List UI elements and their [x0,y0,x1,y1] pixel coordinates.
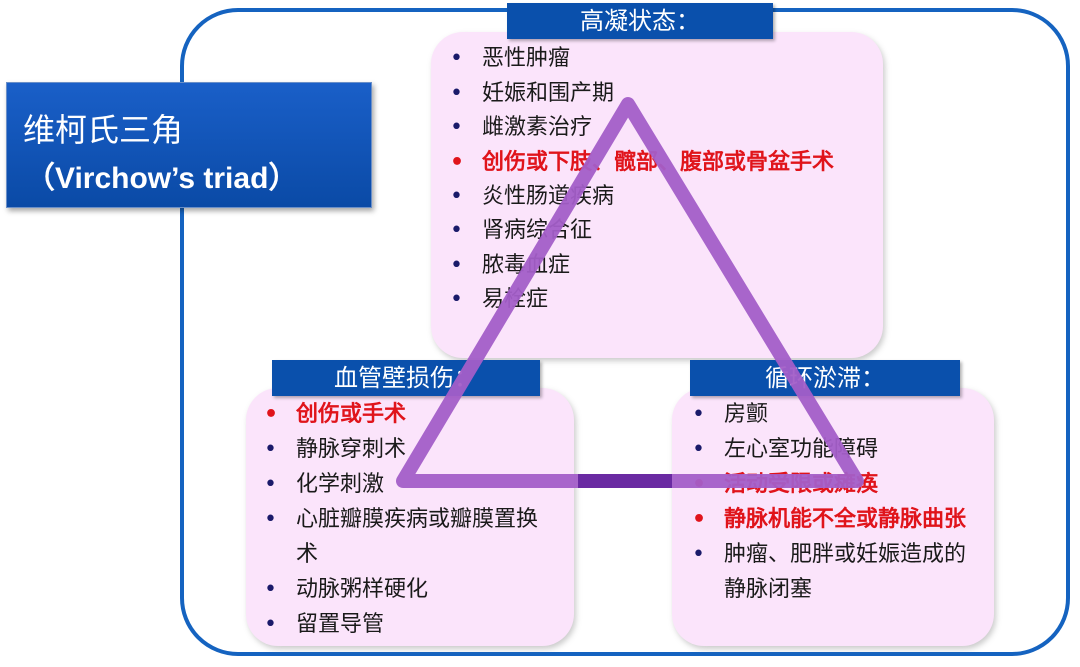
list-item: 易栓症 [448,283,868,318]
title-subtitle: （Virchow’s triad） [25,162,299,195]
list-item: 创伤或下肢、髋部、腹部或骨盆手术 [448,146,842,180]
list-item: 化学刺激 [262,467,562,502]
list-item: 留置导管 [262,607,562,642]
list-item: 雌激素治疗 [448,111,868,146]
list-item: 活动受限或瘫痪 [690,467,990,502]
list-item: 炎性肠道疾病 [448,180,868,215]
list-item: 静脉机能不全或静脉曲张 [690,502,974,537]
list-item: 房颤 [690,397,990,432]
list-item: 肾病综合征 [448,214,868,249]
list-item: 脓毒血症 [448,249,868,284]
list-vessel-wall-injury: 创伤或手术 静脉穿刺术 化学刺激 心脏瓣膜疾病或瓣膜置换术 动脉粥样硬化 留置导… [262,397,562,642]
list-item: 静脉穿刺术 [262,432,562,467]
list-hypercoagulability: 恶性肿瘤 妊娠和围产期 雌激素治疗 创伤或下肢、髋部、腹部或骨盆手术 炎性肠道疾… [448,42,868,318]
header-vessel-wall-injury: 血管壁损伤： [272,360,540,396]
header-stasis: 循环淤滞： [690,360,960,396]
list-item: 肿瘤、肥胖或妊娠造成的静脉闭塞 [690,537,974,607]
list-item: 动脉粥样硬化 [262,572,562,607]
list-item: 恶性肿瘤 [448,42,868,77]
header-hypercoagulability: 高凝状态： [507,3,773,39]
list-stasis: 房颤 左心室功能障碍 活动受限或瘫痪 静脉机能不全或静脉曲张 肿瘤、肥胖或妊娠造… [690,397,990,607]
list-item: 左心室功能障碍 [690,432,990,467]
list-item: 妊娠和围产期 [448,77,868,112]
list-item: 心脏瓣膜疾病或瓣膜置换术 [262,502,548,572]
title-main: 维柯氏三角 [23,111,184,149]
title-box: 维柯氏三角 （Virchow’s triad） [6,82,372,208]
list-item: 创伤或手术 [262,397,562,432]
